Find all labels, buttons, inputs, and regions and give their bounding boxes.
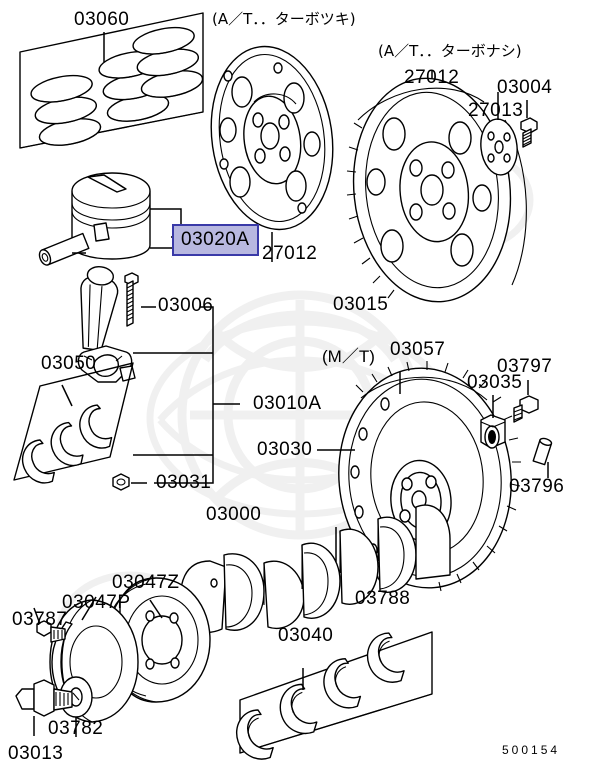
- callout-03782: 03782: [48, 718, 104, 739]
- callout-03006: 03006: [158, 295, 214, 316]
- callout-27013: 27013: [468, 100, 524, 121]
- note-mt: (M／T): [322, 347, 375, 366]
- callout-27012-noturbo: 27012: [404, 67, 460, 88]
- figure-number: 500154: [502, 743, 561, 757]
- callout-03797: 03797: [497, 356, 553, 377]
- callout-03013: 03013: [8, 743, 64, 764]
- note-at-noturbo: (A／T．．ターボナシ): [378, 42, 522, 60]
- callout-03788: 03788: [355, 588, 411, 609]
- callout-03787: 03787: [12, 609, 68, 630]
- callout-03035: 03035: [467, 372, 523, 393]
- callout-03030: 03030: [257, 439, 313, 460]
- callout-03057: 03057: [390, 339, 446, 360]
- callout-03010A: 03010A: [253, 393, 322, 414]
- callout-03060: 03060: [74, 9, 130, 30]
- callout-03040: 03040: [278, 625, 334, 646]
- highlighted-part-03020A[interactable]: 03020A: [172, 224, 259, 256]
- callout-03047Z: 03047Z: [112, 572, 180, 593]
- callout-03796: 03796: [509, 476, 565, 497]
- callout-03000: 03000: [206, 504, 262, 525]
- callout-03047P: 03047P: [62, 592, 131, 613]
- callout-03004: 03004: [497, 77, 553, 98]
- callout-03050: 03050: [41, 353, 97, 374]
- callout-27012-turbo: 27012: [262, 243, 318, 264]
- note-at-turbo: (A／T．．ターボツキ): [212, 10, 356, 28]
- callout-03031: 03031: [156, 472, 212, 493]
- callout-03015: 03015: [333, 294, 389, 315]
